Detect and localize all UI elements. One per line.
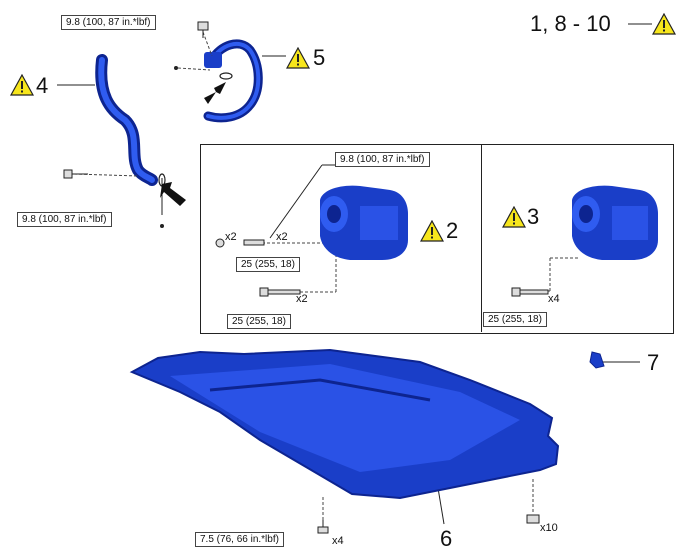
torque-label-undercover: 7.5 (76, 66 in.*lbf) [195,532,284,547]
callout-number-2: 2 [446,218,459,243]
warning-icon [420,220,444,242]
torque-label-compressor-a: 25 (255, 18) [236,257,300,272]
warning-icon [502,206,526,228]
compressor-left [320,185,408,260]
quantity-label: x2 [225,231,237,243]
quantity-label: x4 [548,293,560,305]
discharge-hose [203,39,263,123]
clip-part [589,351,605,369]
arrow-icon [160,82,226,206]
torque-label-top: 9.8 (100, 87 in.*lbf) [61,15,156,30]
callout-number-5: 5 [313,45,326,70]
o-ring-icon [219,72,233,80]
bolt-icon [63,21,549,534]
callout-number-3: 3 [527,204,540,229]
suction-hose [95,54,158,186]
warning-icon [10,74,34,96]
callout-number-7: 7 [647,350,660,375]
torque-label-compressor-right: 25 (255, 18) [483,312,547,327]
torque-label-left: 9.8 (100, 87 in.*lbf) [17,212,112,227]
quantity-label: x10 [540,522,558,534]
compressor-right [572,185,658,260]
warning-icon [652,13,676,35]
engine-undercover [129,348,560,500]
callout-number-4: 4 [36,73,49,98]
compressor-frame [200,144,674,334]
steps-label: 1, 8 - 10 [530,11,611,36]
callout-number-6: 6 [440,526,453,551]
torque-label-compressor-top: 9.8 (100, 87 in.*lbf) [335,152,430,167]
compressor-frame-divider [481,144,482,332]
torque-label-compressor-b: 25 (255, 18) [227,314,291,329]
warning-icon [286,47,310,69]
quantity-label: x4 [332,535,344,547]
quantity-label: x2 [276,231,288,243]
quantity-label: x2 [296,293,308,305]
